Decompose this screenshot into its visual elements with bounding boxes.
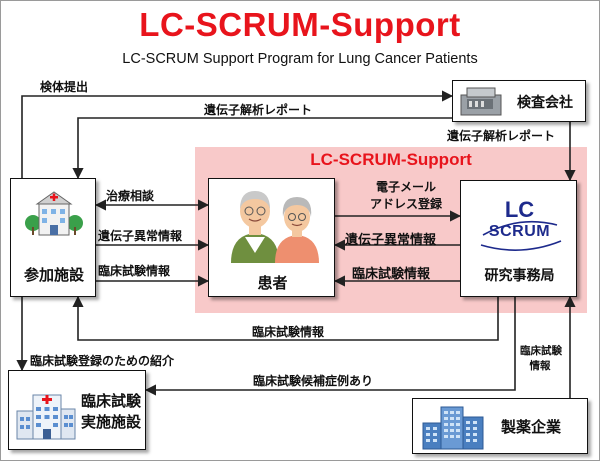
- lab-machine-icon: [460, 87, 502, 116]
- label-consult: 治療相談: [106, 189, 155, 203]
- label-email-line1: 電子メール: [375, 180, 436, 194]
- page-subtitle: LC-SCRUM Support Program for Lung Cancer…: [122, 51, 478, 67]
- label-email-line2: アドレス登録: [369, 197, 442, 211]
- trial-site-line2: 実施施設: [81, 413, 142, 431]
- node-facility: 参加施設: [10, 178, 96, 297]
- node-lab: 検査会社: [452, 80, 586, 122]
- lc-scrum-logo: LC SCRUM: [461, 195, 578, 257]
- trial-site-name: 臨床試験 実施施設: [81, 391, 141, 433]
- label-trial-facility: 臨床試験情報: [98, 264, 171, 278]
- edge-trial-bottom: [72, 295, 499, 341]
- node-pharma: 製薬企業: [412, 398, 588, 454]
- label-pharma-info: 臨床試験 情報: [520, 343, 562, 373]
- lab-name: 検査会社: [517, 95, 573, 111]
- edge-candidate: [144, 295, 516, 396]
- patient-name: 患者: [257, 274, 288, 292]
- node-office: LC SCRUM 研究事務局: [460, 180, 577, 297]
- trial-hospital-icon: [16, 394, 76, 440]
- label-specimen: 検体提出: [40, 80, 89, 94]
- label-trial-bottom: 臨床試験情報: [252, 325, 325, 339]
- label-report-facility: 遺伝子解析レポート: [204, 103, 313, 117]
- logo-text-top: LC: [504, 197, 535, 222]
- label-referral: 臨床試験登録のための紹介: [30, 354, 175, 368]
- program-region-title: LC-SCRUM-Support: [310, 150, 472, 169]
- label-gene-facility: 遺伝子異常情報: [98, 229, 183, 243]
- node-trial-site: 臨床試験 実施施設: [8, 370, 146, 450]
- office-name: 研究事務局: [484, 268, 555, 284]
- label-pharma-line1: 臨床試験: [520, 345, 562, 357]
- node-patient: 患者: [208, 178, 335, 297]
- logo-text-bottom: SCRUM: [488, 223, 551, 240]
- trial-site-line1: 臨床試験: [81, 392, 142, 410]
- label-report-office: 遺伝子解析レポート: [447, 129, 556, 143]
- edge-specimen: [21, 90, 454, 178]
- hospital-icon: [25, 191, 83, 236]
- label-trial-office: 臨床試験情報: [352, 267, 431, 282]
- label-email: 電子メール アドレス登録: [356, 178, 456, 212]
- label-pharma-line2: 情報: [529, 360, 551, 372]
- patients-icon: [231, 191, 319, 263]
- label-gene-office: 遺伝子異常情報: [345, 233, 437, 248]
- page-title: LC-SCRUM-Support: [139, 6, 461, 43]
- edge-report-facility: [72, 117, 452, 180]
- pharma-name: 製薬企業: [501, 418, 562, 436]
- facility-name: 参加施設: [23, 266, 84, 284]
- label-candidate: 臨床試験候補症例あり: [253, 374, 374, 388]
- office-building-icon: [422, 406, 484, 450]
- logo-swoosh-icon: [480, 220, 562, 251]
